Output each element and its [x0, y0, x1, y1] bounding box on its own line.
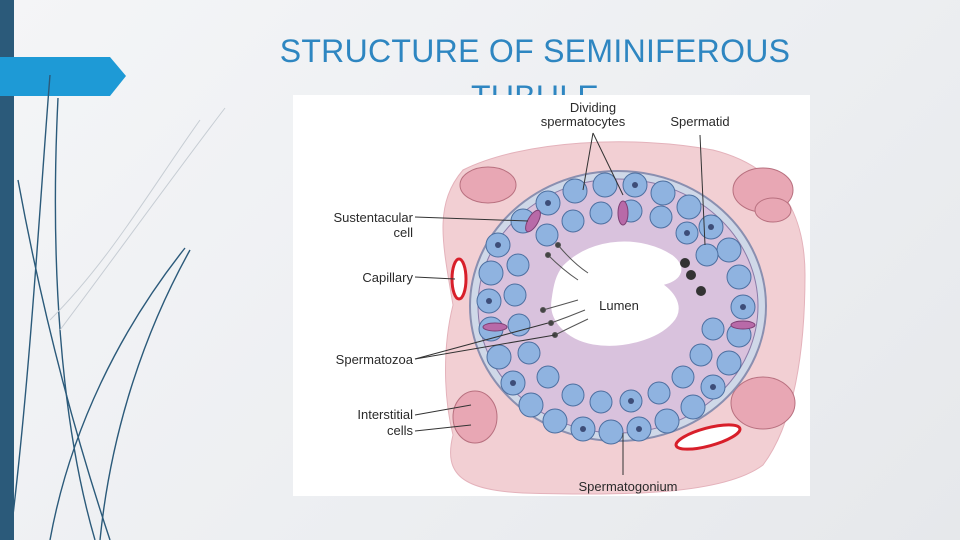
lumen	[550, 240, 683, 347]
label-interstitial-line1: Interstitial	[357, 407, 413, 422]
label-capillary: Capillary	[362, 270, 413, 285]
label-interstitial-line2: cells	[387, 423, 414, 438]
label-spermatozoa: Spermatozoa	[336, 352, 414, 367]
spermatozoa	[540, 242, 589, 338]
decorative-lines	[0, 57, 226, 540]
sustentacular-cells	[482, 200, 756, 332]
tubule-diagram: Dividing spermatocytes Spermatid Sustent…	[293, 95, 810, 496]
capillary-bottom	[674, 423, 742, 451]
label-dividing-line2: spermatocytes	[541, 114, 626, 129]
left-accent-bar	[0, 0, 14, 540]
arrow-tab-shape	[0, 57, 126, 96]
label-sustentacular-line1: Sustentacular	[334, 210, 414, 225]
leader-lines	[414, 132, 706, 475]
label-spermatogonium: Spermatogonium	[579, 479, 678, 494]
label-lumen: Lumen	[599, 298, 639, 313]
interstitial-cells-cluster	[452, 166, 796, 444]
title-line-1: STRUCTURE OF SEMINIFEROUS	[279, 33, 791, 69]
spermatid-cells	[680, 258, 706, 296]
label-dividing-line1: Dividing	[570, 100, 616, 115]
label-spermatid: Spermatid	[670, 114, 729, 129]
label-sustentacular-line2: cell	[393, 225, 413, 240]
